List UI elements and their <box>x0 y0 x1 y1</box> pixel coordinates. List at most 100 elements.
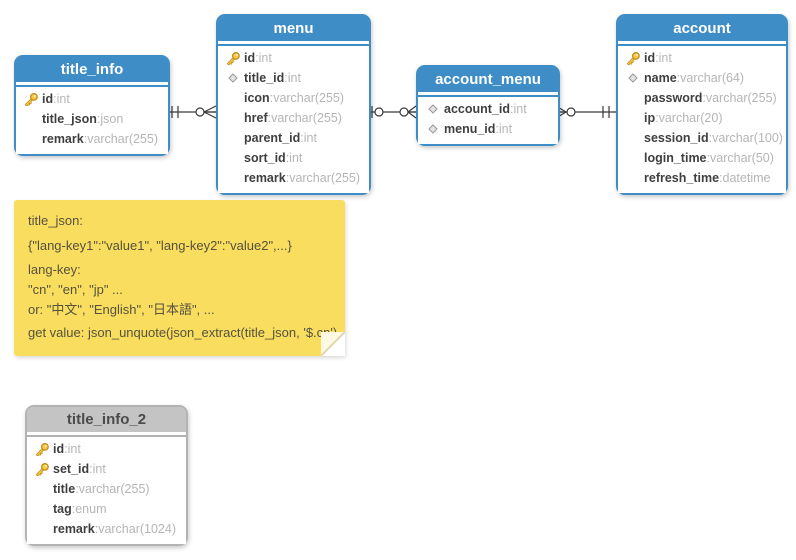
note-line: lang-key: <box>28 262 81 277</box>
no-icon-spacer <box>225 131 241 146</box>
field-separator: : <box>676 71 681 85</box>
field-row: title_id: int <box>218 68 369 88</box>
field-separator: : <box>284 71 288 85</box>
no-icon-spacer <box>625 111 641 126</box>
connector-account_menu-to-account[interactable] <box>555 105 616 119</box>
field-name: refresh_time <box>644 171 720 185</box>
field-name: login_time <box>644 151 707 165</box>
note-line: or: "中文", "English", "日本語", ... <box>28 302 215 317</box>
field-separator: : <box>719 171 723 185</box>
field-name: ip <box>644 111 656 125</box>
no-icon-spacer <box>23 112 39 127</box>
note-line: "cn", "en", "jp" ... <box>28 282 123 297</box>
no-icon-spacer <box>225 111 241 126</box>
field-separator: : <box>708 131 713 145</box>
field-separator: : <box>96 112 101 126</box>
field-row: tag: enum <box>27 499 186 519</box>
sticky-note-text: title_json: {"lang-key1":"value1", "lang-… <box>14 200 345 341</box>
primary-key-icon <box>625 51 641 66</box>
connector-menu-to-account_menu[interactable] <box>367 105 417 119</box>
table-title[interactable]: menu <box>218 16 369 41</box>
field-separator: : <box>285 151 290 165</box>
field-type: int <box>513 102 527 116</box>
table-title[interactable]: account_menu <box>418 67 558 92</box>
field-type: varchar(255) <box>271 111 342 125</box>
field-separator: : <box>702 91 706 105</box>
field-type: varchar(20) <box>658 111 723 125</box>
field-name: sort_id <box>244 151 286 165</box>
field-type: datetime <box>722 171 771 185</box>
field-name: password <box>644 91 703 105</box>
no-icon-spacer <box>34 522 50 537</box>
field-type: varchar(100) <box>712 131 783 145</box>
field-separator: : <box>495 122 499 136</box>
no-icon-spacer <box>625 151 641 166</box>
no-icon-spacer <box>34 502 50 517</box>
foreign-key-icon <box>425 122 441 137</box>
field-name: title_json <box>42 112 97 126</box>
field-name: title_id <box>244 71 285 85</box>
field-row: session_id: varchar(100) <box>618 128 786 148</box>
sticky-note[interactable]: title_json: {"lang-key1":"value1", "lang-… <box>14 200 345 356</box>
field-row: remark: varchar(255) <box>16 129 168 149</box>
field-separator: : <box>255 51 259 65</box>
field-row: id: int <box>16 89 168 109</box>
foreign-key-icon <box>625 71 641 86</box>
field-type: int <box>303 131 317 145</box>
note-line: title_json: <box>28 213 83 228</box>
field-row: id: int <box>218 48 369 68</box>
field-separator: : <box>300 131 304 145</box>
no-icon-spacer <box>625 131 641 146</box>
field-name: account_id <box>444 102 510 116</box>
field-row: id: int <box>618 48 786 68</box>
field-row: remark: varchar(1024) <box>27 519 186 539</box>
field-separator: : <box>655 51 659 65</box>
field-type: json <box>100 112 124 126</box>
field-type: int <box>658 51 672 65</box>
field-separator: : <box>64 442 68 456</box>
table-title[interactable]: title_info <box>16 57 168 82</box>
field-type: int <box>287 71 301 85</box>
field-name: tag <box>53 502 72 516</box>
field-type: int <box>56 92 70 106</box>
field-name: id <box>644 51 656 65</box>
field-separator: : <box>706 151 710 165</box>
field-type: int <box>67 442 81 456</box>
field-type: int <box>498 122 513 136</box>
field-separator: : <box>71 502 76 516</box>
primary-key-icon <box>225 51 241 66</box>
field-type: varchar(255) <box>273 91 345 105</box>
field-name: menu_id <box>444 122 496 136</box>
field-type: varchar(1024) <box>98 522 177 536</box>
field-separator: : <box>53 92 57 106</box>
table-title[interactable]: account <box>618 16 786 41</box>
field-row: parent_id: int <box>218 128 369 148</box>
note-line: {"lang-key1":"value1", "lang-key2":"valu… <box>28 238 292 253</box>
table-title[interactable]: title_info_2 <box>27 407 186 432</box>
field-type: varchar(255) <box>289 171 361 185</box>
field-row: title: varchar(255) <box>27 479 186 499</box>
table-account_menu[interactable]: account_menu account_id: int menu_id: int <box>416 65 560 146</box>
field-type: int <box>289 151 303 165</box>
field-name: icon <box>244 91 270 105</box>
field-separator: : <box>75 482 79 496</box>
field-row: remark: varchar(255) <box>218 168 369 188</box>
connector-title_info-to-menu[interactable] <box>166 105 217 119</box>
field-type: varchar(64) <box>680 71 745 85</box>
field-row: password: varchar(255) <box>618 88 786 108</box>
field-separator: : <box>94 522 99 536</box>
field-name: remark <box>244 171 286 185</box>
field-row: set_id: int <box>27 459 186 479</box>
field-row: account_id: int <box>418 99 558 119</box>
field-type: varchar(255) <box>87 132 159 146</box>
field-type: int <box>258 51 272 65</box>
field-row: name: varchar(64) <box>618 68 786 88</box>
field-separator: : <box>267 111 272 125</box>
field-name: id <box>42 92 54 106</box>
